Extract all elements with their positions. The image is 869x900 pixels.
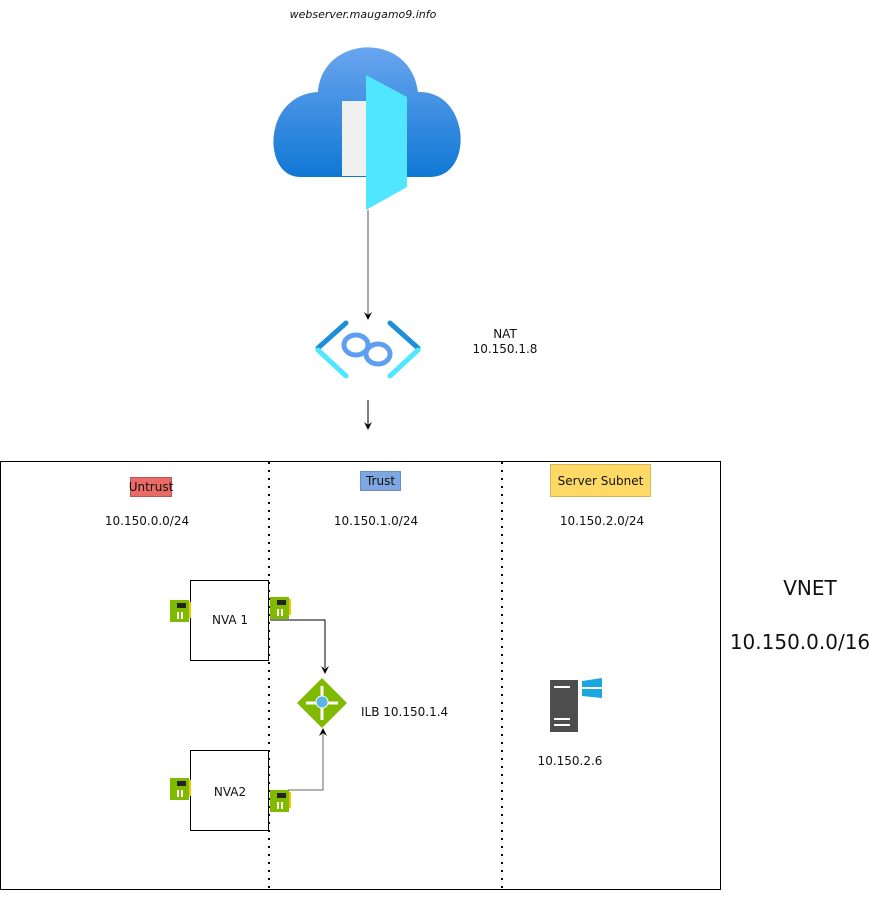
subnet-tag-untrust: Untrust xyxy=(129,477,173,497)
load-balancer-icon xyxy=(297,678,347,728)
nva2-label: NVA2 xyxy=(213,785,247,799)
nat-label: NAT xyxy=(493,327,517,341)
vnet-label: VNET xyxy=(783,576,837,600)
subnet-tag-server: Server Subnet xyxy=(550,464,651,497)
vnet-cidr: 10.150.0.0/16 xyxy=(729,630,869,654)
subnet-cidr-server: 10.150.2.0/24 xyxy=(559,514,645,528)
nva1-label: NVA 1 xyxy=(211,613,249,627)
nva2-box xyxy=(190,750,269,831)
server-ip: 10.150.2.6 xyxy=(537,754,603,768)
nat-ip: 10.150.1.8 xyxy=(472,342,538,356)
arrow-nva1-to-ilb xyxy=(270,619,326,668)
nic-icons xyxy=(170,597,291,812)
subnet-cidr-untrust: 10.150.0.0/24 xyxy=(104,514,190,528)
cloud-icon xyxy=(273,47,461,210)
windows-server-icon xyxy=(550,678,602,732)
ilb-label: ILB 10.150.1.4 xyxy=(361,705,449,719)
nat-gateway-icon xyxy=(315,320,421,379)
vnet-boundary xyxy=(0,461,721,890)
arrow-nva2-to-ilb xyxy=(288,733,324,791)
nva1-box xyxy=(190,580,269,661)
subnet-tag-trust: Trust xyxy=(360,471,401,491)
subnet-cidr-trust: 10.150.1.0/24 xyxy=(333,514,419,528)
public-hostname: webserver.maugamo9.info xyxy=(289,8,437,21)
